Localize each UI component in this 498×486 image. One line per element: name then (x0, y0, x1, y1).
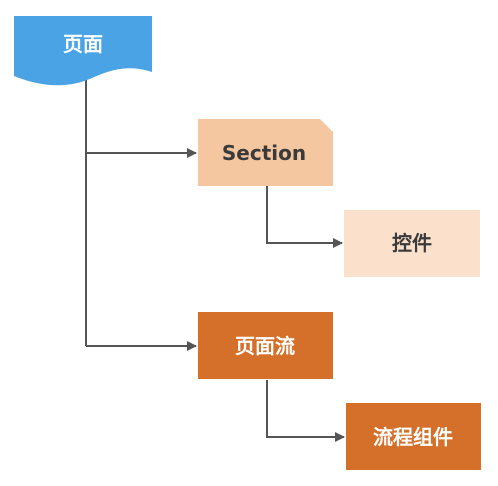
node-control: 控件 (344, 210, 480, 277)
node-control-shape (344, 210, 480, 277)
arrow-section-to-control (266, 186, 343, 248)
node-section-label: Section (222, 141, 306, 165)
node-flow-component: 流程组件 (346, 403, 481, 470)
node-page-shape (14, 16, 152, 86)
node-flow-component-label: 流程组件 (373, 425, 453, 449)
node-page: 页面 (14, 16, 152, 86)
connectors (85, 80, 345, 442)
node-flow-component-shape (346, 403, 481, 470)
node-page-label: 页面 (63, 32, 103, 56)
node-section: Section (198, 119, 333, 186)
node-page-flow-label: 页面流 (235, 334, 295, 358)
node-control-label: 控件 (392, 231, 432, 255)
arrow-page-flow-to-flow-component (266, 380, 345, 442)
node-section-shape (198, 119, 333, 186)
node-page-flow: 页面流 (198, 312, 333, 379)
node-page-flow-shape (198, 312, 333, 379)
